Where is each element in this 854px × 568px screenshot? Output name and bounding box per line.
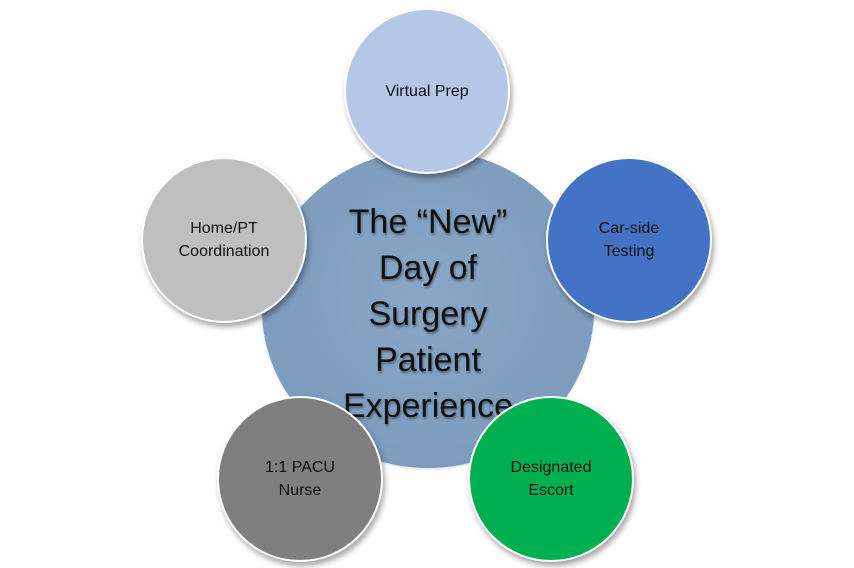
satellite-designated-escort: Designated Escort (468, 396, 634, 562)
satellite-label: Designated Escort (510, 459, 592, 499)
satellite-virtual-prep: Virtual Prep (344, 8, 510, 174)
satellite-label: Car-side Testing (598, 220, 660, 260)
satellite-label: 1:1 PACU Nurse (265, 459, 335, 499)
satellite-label: Home/PT Coordination (178, 220, 270, 260)
satellite-home-pt-coordination: Home/PT Coordination (141, 157, 307, 323)
center-label: The “New” Day of Surgery Patient Experie… (342, 203, 514, 425)
satellite-car-side-testing: Car-side Testing (546, 157, 712, 323)
satellite-label: Virtual Prep (385, 82, 469, 100)
satellite-pacu-nurse: 1:1 PACU Nurse (217, 396, 383, 562)
